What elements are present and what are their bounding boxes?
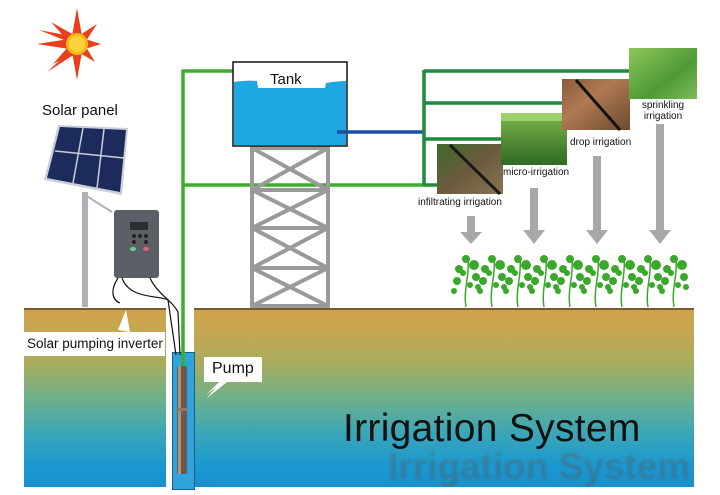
plant-icon bbox=[451, 255, 481, 308]
pump-label: Pump bbox=[204, 357, 262, 382]
plant-icon bbox=[555, 255, 585, 308]
arrow-sprinkling bbox=[649, 124, 671, 244]
plant-icon bbox=[659, 255, 689, 308]
tank-tower bbox=[250, 146, 330, 308]
label-infiltrating-irrigation: infiltrating irrigation bbox=[418, 197, 502, 208]
arrow-micro bbox=[523, 188, 545, 244]
photo-sprinkling bbox=[629, 48, 697, 99]
solar-panel-label: Solar panel bbox=[42, 102, 118, 119]
label-sprinkling-irrigation: sprinkling irrigation bbox=[636, 100, 690, 122]
arrow-drop bbox=[586, 156, 608, 244]
tank-label: Tank bbox=[270, 71, 302, 88]
inverter-label: Solar pumping inverter bbox=[24, 332, 165, 356]
label-micro-irrigation: micro-irrigation bbox=[503, 167, 570, 178]
plant-icon bbox=[529, 255, 559, 308]
photo-drop bbox=[562, 79, 630, 131]
plants-row bbox=[451, 255, 689, 308]
plant-icon bbox=[503, 255, 533, 308]
pump-icon bbox=[176, 366, 188, 474]
branch-pipes bbox=[422, 69, 632, 187]
plant-icon bbox=[607, 255, 637, 308]
diagram-title: Irrigation System bbox=[343, 407, 641, 450]
photo-micro bbox=[501, 113, 567, 165]
label-sprinkling-line2: irrigation bbox=[643, 111, 683, 122]
photo-infiltrating bbox=[437, 143, 503, 196]
label-drop-irrigation: drop irrigation bbox=[570, 137, 632, 148]
ground-surface-line bbox=[24, 308, 694, 310]
plant-icon bbox=[477, 255, 507, 308]
arrow-infiltrating bbox=[460, 216, 482, 244]
plant-icon bbox=[633, 255, 663, 308]
sun-icon bbox=[37, 8, 101, 80]
inverter-icon bbox=[112, 210, 181, 356]
solar-panel-icon bbox=[44, 125, 128, 307]
diagram-title-reflection: Irrigation System bbox=[388, 446, 691, 487]
tank-icon bbox=[232, 61, 348, 147]
plant-icon bbox=[581, 255, 611, 308]
label-sprinkling-line1: sprinkling bbox=[641, 100, 685, 111]
